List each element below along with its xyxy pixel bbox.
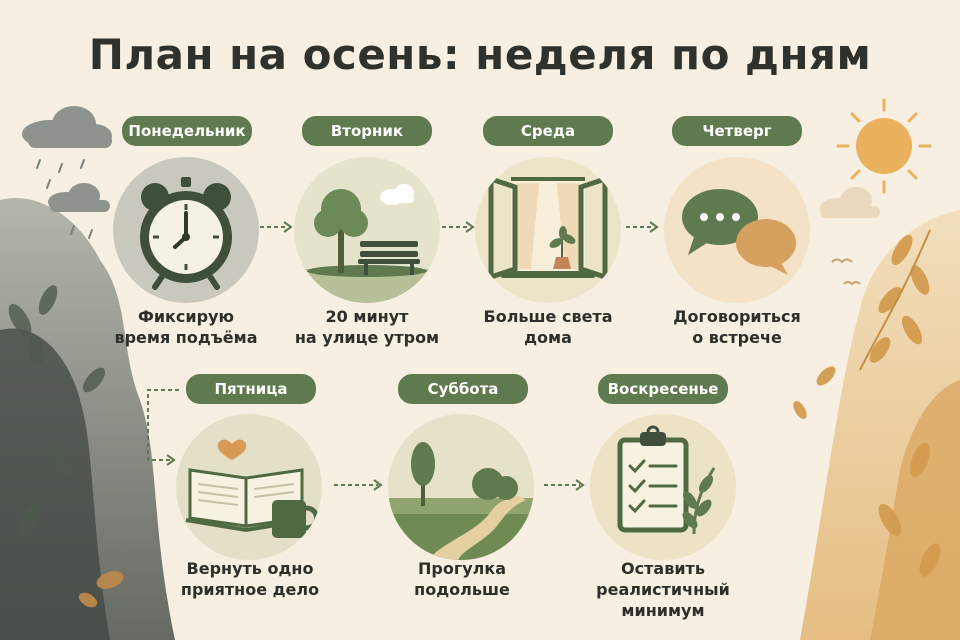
arrow-tuesday-to-wednesday	[442, 221, 475, 233]
day-label-monday: Понедельник	[122, 116, 252, 146]
day-disc-wednesday	[475, 157, 621, 303]
arrow-saturday-to-sunday	[544, 479, 585, 491]
caption-line: время подъёма	[114, 328, 258, 347]
day-disc-sunday	[590, 414, 736, 560]
caption-line: Фиксирую	[137, 307, 235, 326]
day-caption-monday: Фиксирую время подъёма	[86, 306, 286, 348]
day-disc-tuesday	[294, 157, 440, 303]
day-disc-saturday	[388, 414, 534, 560]
day-label-friday: Пятница	[186, 374, 316, 404]
arrow-thursday-to-friday	[147, 389, 180, 466]
caption-line: Вернуть одно	[186, 559, 314, 578]
day-disc-thursday	[664, 157, 810, 303]
open-window-icon	[488, 175, 608, 281]
caption-line: 20 минут	[325, 307, 409, 326]
day-label-sunday: Воскресенье	[598, 374, 728, 404]
day-caption-tuesday: 20 минут на улице утром	[267, 306, 467, 348]
page-title: План на осень: неделя по дням	[88, 30, 872, 79]
day-caption-friday: Вернуть одно приятное дело	[150, 558, 350, 600]
rain-cloud-icon	[22, 106, 112, 148]
small-cloud-icon	[48, 183, 110, 212]
chat-bubbles-icon	[682, 189, 796, 275]
caption-line: на улице утром	[294, 328, 440, 347]
caption-line: Больше света	[483, 307, 613, 326]
day-label-thursday: Четверг	[672, 116, 802, 146]
day-label-wednesday: Среда	[483, 116, 613, 146]
arrow-friday-to-saturday	[334, 479, 383, 491]
caption-line: реалистичный минимум	[596, 580, 730, 620]
arrow-wednesday-to-thursday	[626, 221, 659, 233]
caption-line: Договориться	[673, 307, 801, 326]
caption-line: дома	[524, 328, 572, 347]
day-caption-thursday: Договориться о встрече	[637, 306, 837, 348]
walking-path-icon	[388, 442, 534, 560]
day-disc-monday	[113, 157, 259, 303]
day-caption-wednesday: Больше света дома	[448, 306, 648, 348]
caption-line: о встрече	[692, 328, 782, 347]
caption-line: Прогулка	[418, 559, 506, 578]
caption-line: подольше	[414, 580, 510, 599]
day-disc-friday	[176, 414, 322, 560]
arrow-monday-to-tuesday	[260, 221, 293, 233]
park-bench-icon	[294, 184, 440, 303]
book-and-mug-icon	[185, 439, 319, 538]
checklist-clipboard-icon	[617, 425, 716, 535]
day-caption-sunday: Оставить реалистичный минимум	[563, 558, 763, 621]
caption-line: Оставить	[621, 559, 705, 578]
day-label-tuesday: Вторник	[302, 116, 432, 146]
day-caption-saturday: Прогулка подольше	[362, 558, 562, 600]
alarm-clock-icon	[140, 177, 232, 290]
day-label-saturday: Суббота	[398, 374, 528, 404]
caption-line: приятное дело	[180, 580, 320, 599]
sun-icon	[836, 98, 932, 194]
